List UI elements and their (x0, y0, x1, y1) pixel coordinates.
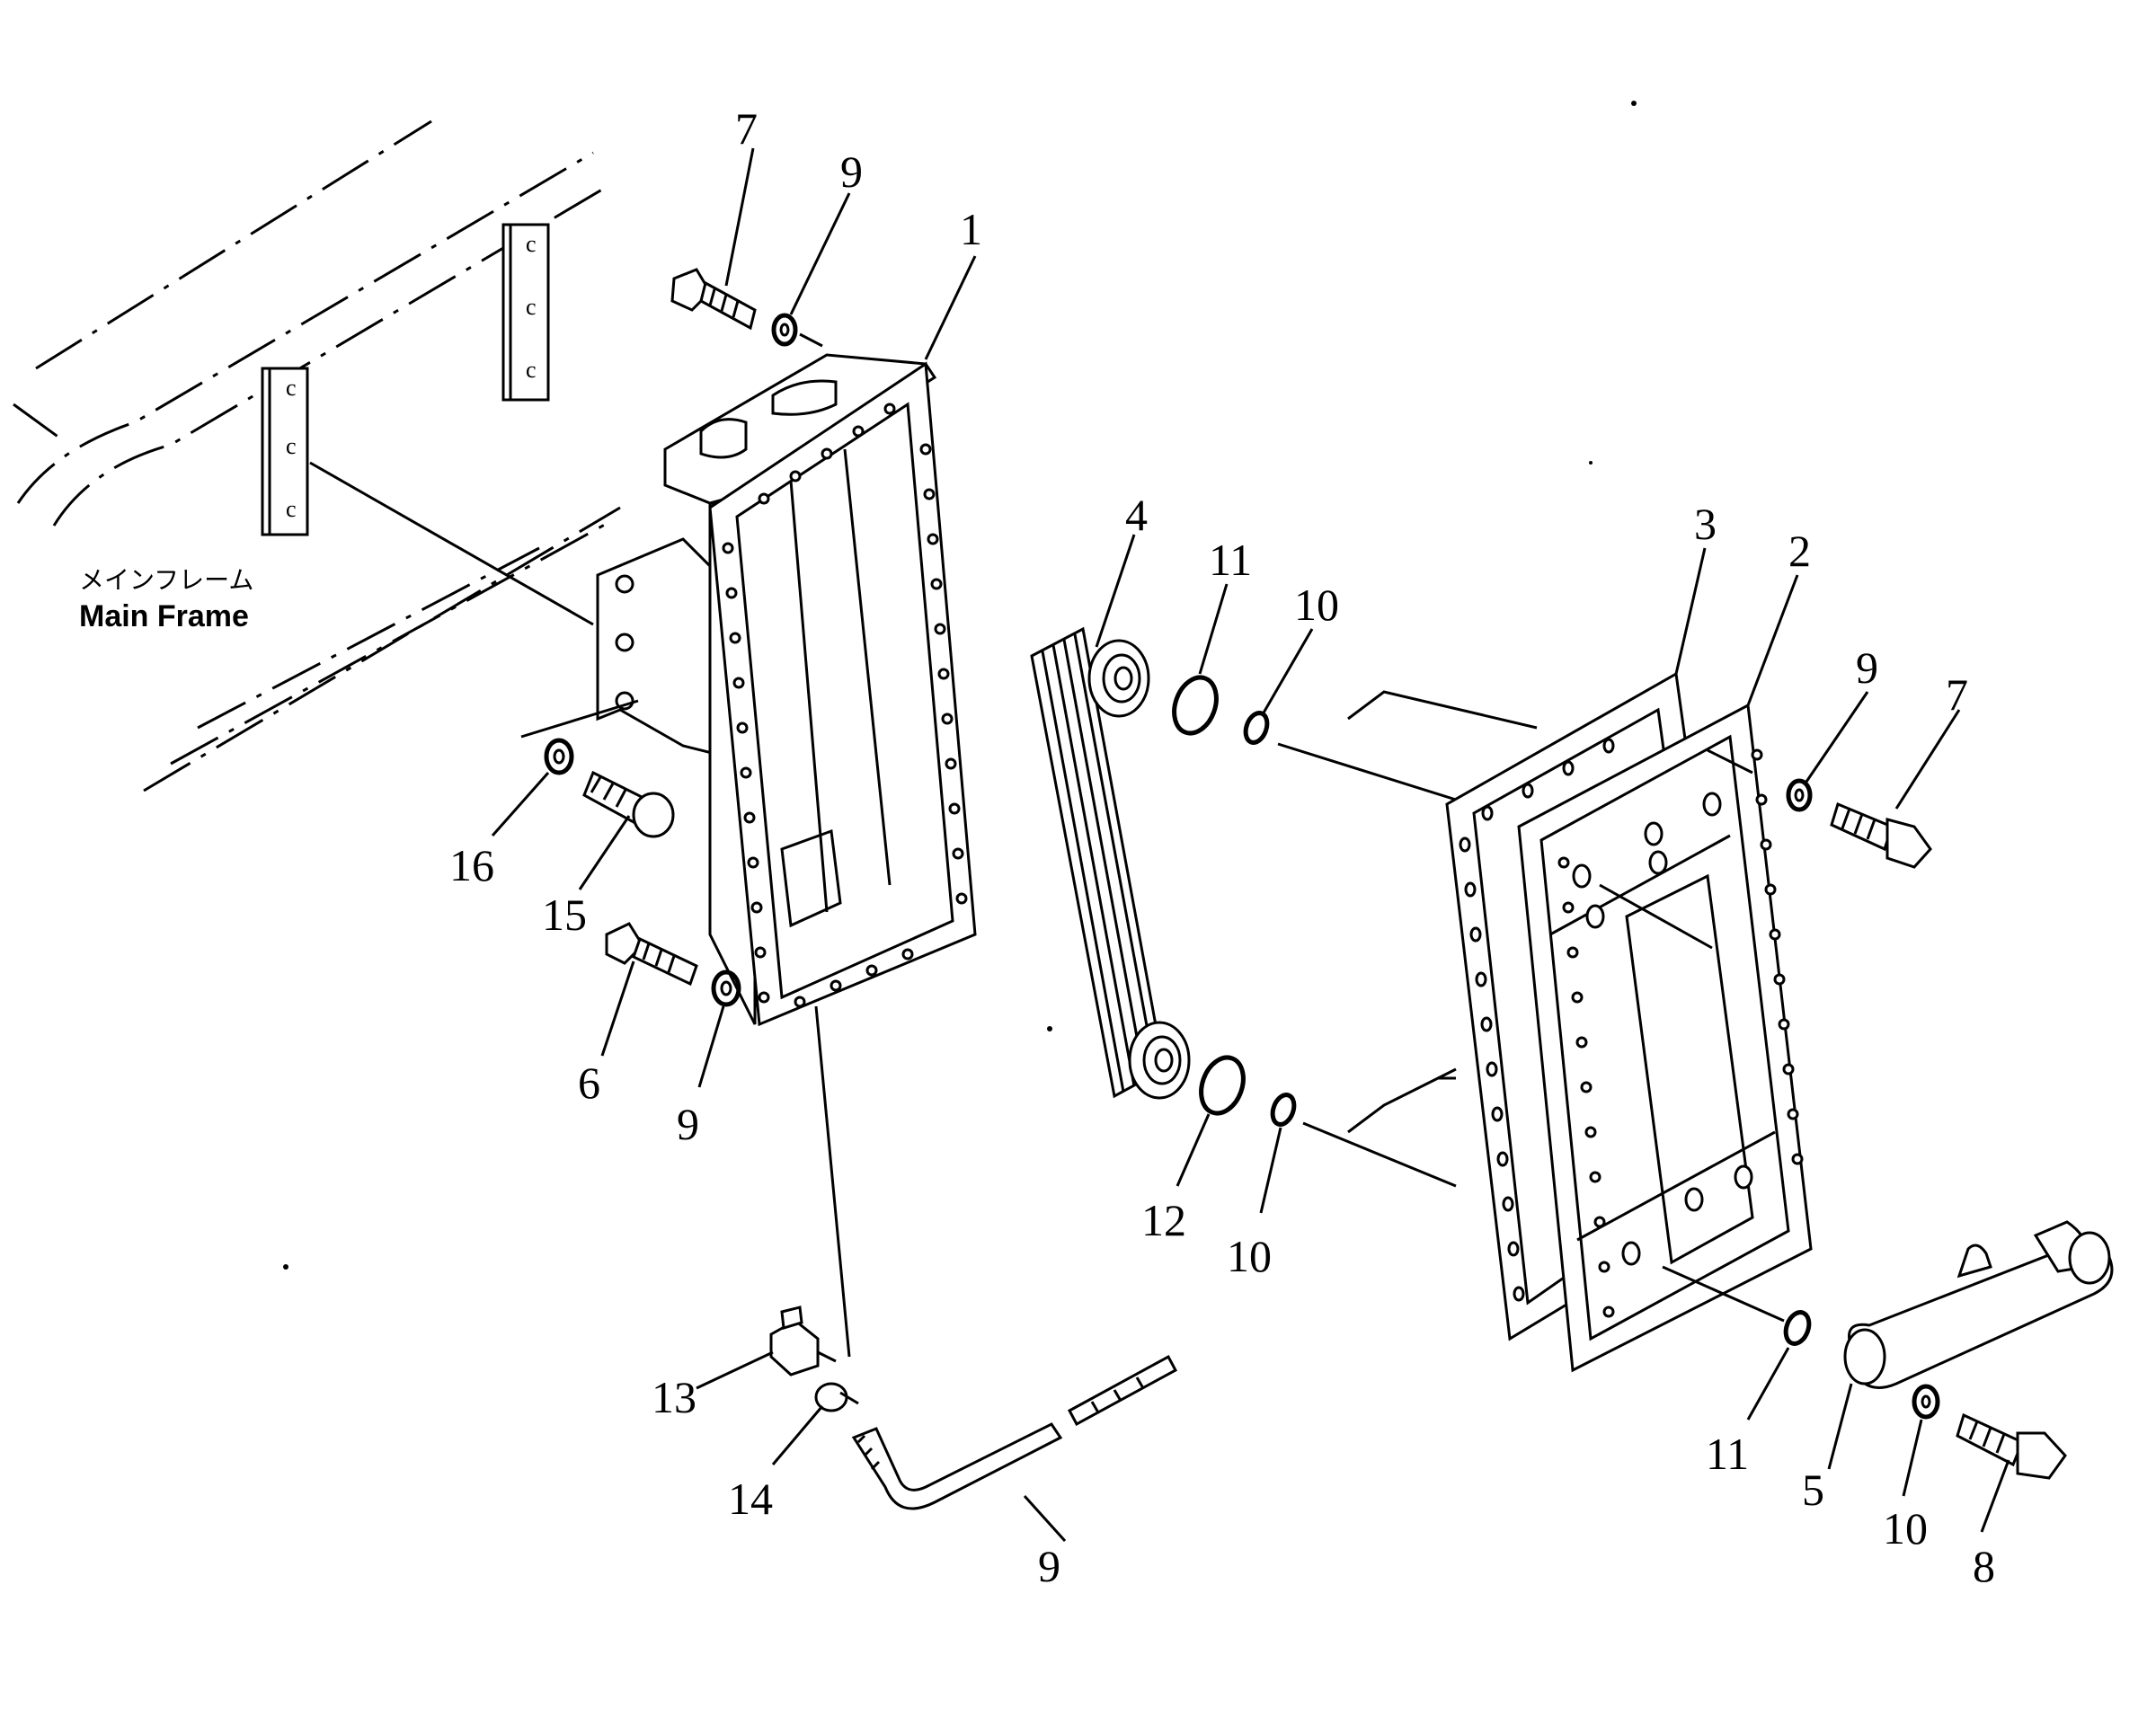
cover-guide-upper (1599, 883, 1713, 950)
callout-5: 5 (1802, 1465, 1824, 1515)
gasket-holes (1459, 738, 1615, 1302)
svg-text:c: c (526, 357, 537, 383)
part-16-washer (544, 738, 574, 775)
callout-7-right: 7 (1946, 669, 1968, 720)
part-9-washer-top-left (771, 313, 798, 347)
callout-leaders (491, 147, 2010, 1543)
part-14-clamp (814, 1382, 859, 1412)
callout-7-top-left: 7 (735, 103, 758, 154)
cover-guide-lower (1662, 1265, 1785, 1323)
part-15-bolt (582, 770, 675, 838)
callout-14: 14 (728, 1474, 773, 1524)
flange-guide-line (520, 699, 639, 739)
callout-3: 3 (1694, 499, 1717, 549)
part-10-oring-top (1243, 711, 1270, 745)
frame-bracket-right: c c c (501, 223, 550, 402)
part-2-cover-plate (1517, 703, 1813, 1373)
housing-bolt-holes (722, 403, 968, 1008)
callout-11-bottom: 12 (1141, 1195, 1186, 1245)
part-7-bolt-top-left (670, 268, 757, 331)
frame-bracket-left: c c c (261, 367, 309, 536)
callout-9-bottom-left: 9 (677, 1099, 699, 1149)
callout-6: 6 (578, 1058, 600, 1108)
cover-plate-holes (1557, 748, 1804, 1318)
callout-1: 1 (960, 204, 982, 254)
svg-text:c: c (286, 496, 297, 522)
callout-9-top-left: 9 (840, 146, 863, 197)
callout-11-top: 11 (1209, 535, 1252, 585)
svg-text:c: c (286, 375, 297, 401)
callout-16: 16 (449, 840, 494, 890)
svg-text:c: c (526, 231, 537, 257)
part-7-bolt-right (1830, 801, 1932, 869)
svg-text:c: c (286, 433, 297, 459)
callout-10-right: 11 (1706, 1429, 1749, 1479)
callout-9-right: 9 (1856, 642, 1878, 693)
part-4-cooler-element (1030, 626, 1191, 1100)
bracket-leader-line (309, 461, 594, 626)
oring-guide-lines (1277, 690, 1538, 1188)
part-9-washer-bottom-left (711, 969, 741, 1007)
callout-15: 15 (542, 890, 587, 940)
part-10-oring-mid (1270, 1093, 1297, 1127)
bolt-guide-line (799, 332, 823, 348)
callout-9-pipe: 10 (1883, 1503, 1928, 1554)
callout-4: 4 (1125, 490, 1148, 540)
svg-text:c: c (526, 294, 537, 320)
part-11-oring-bottom (1199, 1055, 1246, 1116)
scan-artifacts (283, 101, 1637, 1270)
part-5-outlet-pipe (1843, 1220, 2114, 1389)
part-6-bolt (605, 922, 698, 987)
main-frame-label-en: Main Frame (79, 599, 249, 633)
part-9-washer-right (1786, 778, 1813, 812)
callout-12: 13 (652, 1372, 696, 1422)
cover-guide-top (1707, 748, 1753, 775)
callout-10-top: 10 (1294, 580, 1339, 630)
part-1-cooler-housing (596, 353, 977, 1027)
part-11-oring-top (1172, 675, 1219, 736)
callout-13: 9 (1038, 1541, 1060, 1591)
part-13-drain-hose (851, 1354, 1178, 1510)
main-frame-label-jp: メインフレーム (79, 565, 253, 595)
part-12-drain-valve (769, 1306, 837, 1376)
part-8-bolt (1956, 1412, 2067, 1480)
part-10-oring-right (1783, 1310, 1812, 1346)
part-9-washer-pipe (1912, 1384, 1940, 1420)
callout-numbers: 7 9 1 4 11 10 3 2 9 7 16 15 6 9 12 10 11… (449, 103, 1995, 1591)
drain-guide-line (814, 1005, 851, 1358)
callout-10-mid: 10 (1227, 1231, 1272, 1281)
callout-8: 8 (1973, 1541, 1995, 1591)
main-frame-outline (13, 120, 621, 792)
callout-2: 2 (1788, 526, 1811, 576)
